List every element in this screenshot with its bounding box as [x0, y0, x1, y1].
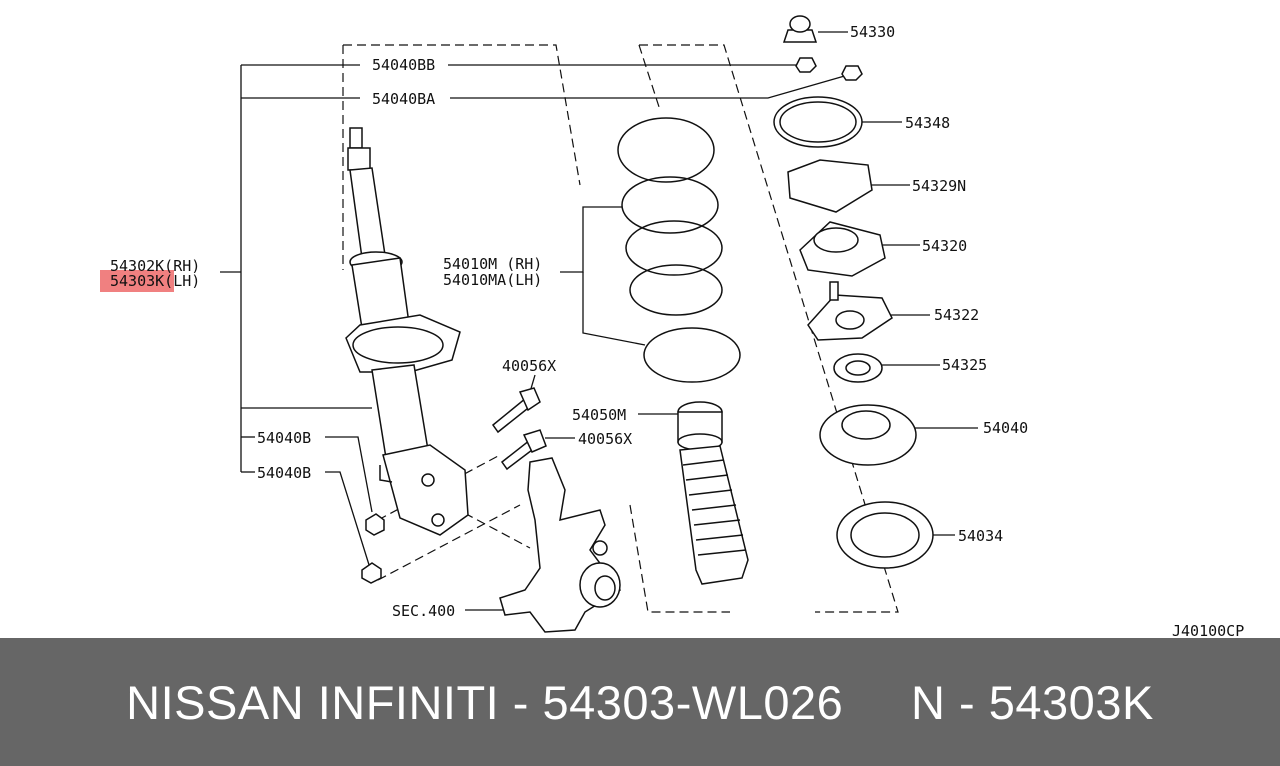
label-54040[interactable]: 54040 [983, 419, 1028, 437]
label-54320[interactable]: 54320 [922, 237, 967, 255]
label-54322[interactable]: 54322 [934, 306, 979, 324]
label-54040BA[interactable]: 54040BA [372, 90, 435, 108]
leader-lines [220, 31, 978, 611]
knuckle [499, 457, 622, 633]
label-54050M[interactable]: 54050M [572, 406, 626, 424]
label-54010M[interactable]: 54010M (RH) [443, 255, 542, 273]
label-54330[interactable]: 54330 [850, 23, 895, 41]
label-54040B-a[interactable]: 54040B [257, 429, 311, 447]
footer-title: NISSAN INFINITI - 54303-WL026 N - 54303K [126, 675, 1154, 729]
part-highlight [100, 270, 174, 292]
label-54348[interactable]: 54348 [905, 114, 950, 132]
upper-mount-stack [773, 15, 934, 569]
parts-diagram: 54330 54040BB 54040BA 54348 54329N 54320… [100, 15, 1244, 638]
label-54040B-b[interactable]: 54040B [257, 464, 311, 482]
label-54329N[interactable]: 54329N [912, 177, 966, 195]
label-54325[interactable]: 54325 [942, 356, 987, 374]
label-54302K[interactable]: 54302K(RH) [110, 257, 200, 275]
label-54040BB[interactable]: 54040BB [372, 56, 435, 74]
label-sec400[interactable]: SEC.400 [392, 602, 455, 620]
diagram-ref-code: J40100CP [1172, 622, 1244, 638]
coil-spring [617, 117, 741, 383]
footer-bar: NISSAN INFINITI - 54303-WL026 N - 54303K [0, 638, 1280, 766]
label-40056X-a[interactable]: 40056X [502, 357, 556, 375]
label-54034[interactable]: 54034 [958, 527, 1003, 545]
bolts-and-nuts [361, 387, 547, 584]
bump-stop-boot [677, 401, 749, 585]
label-54303K[interactable]: 54303K(LH) [110, 272, 200, 290]
label-54010MA[interactable]: 54010MA(LH) [443, 271, 542, 289]
strut-assembly [345, 127, 469, 536]
label-40056X-b[interactable]: 40056X [578, 430, 632, 448]
part-labels: 54330 54040BB 54040BA 54348 54329N 54320… [110, 23, 1244, 638]
